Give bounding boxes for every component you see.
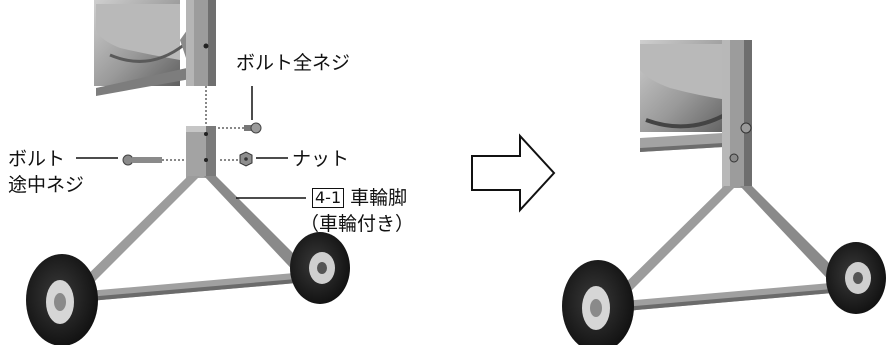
wheel-rear-left	[290, 232, 350, 304]
right-outline-arrow-icon	[471, 133, 556, 213]
part-number-badge: 4-1	[312, 188, 345, 208]
label-bolt-half-thread-line2: 途中ネジ	[8, 174, 85, 196]
bolt-full-thread-icon	[244, 122, 262, 134]
wheel-leg-frame-left	[68, 126, 316, 302]
exploded-view	[26, 0, 350, 346]
nut-icon	[239, 151, 253, 167]
upper-post-left	[186, 0, 216, 86]
bolt-half-thread-icon	[122, 154, 162, 166]
assembled-view	[562, 40, 886, 349]
wheel-front-right	[562, 260, 634, 349]
label-bolt-full-thread: ボルト全ネジ	[236, 52, 351, 74]
mixer-drum-right	[640, 40, 732, 132]
wheel-front-left	[26, 254, 98, 346]
wheel-rear-right	[826, 242, 886, 314]
part-name-text: 車輪脚	[350, 187, 408, 209]
label-nut: ナット	[292, 148, 350, 170]
label-part-subtitle: （車輪付き）	[300, 213, 415, 235]
mixer-drum-left	[94, 0, 200, 96]
label-bolt-half-thread-line1: ボルト	[8, 148, 66, 170]
